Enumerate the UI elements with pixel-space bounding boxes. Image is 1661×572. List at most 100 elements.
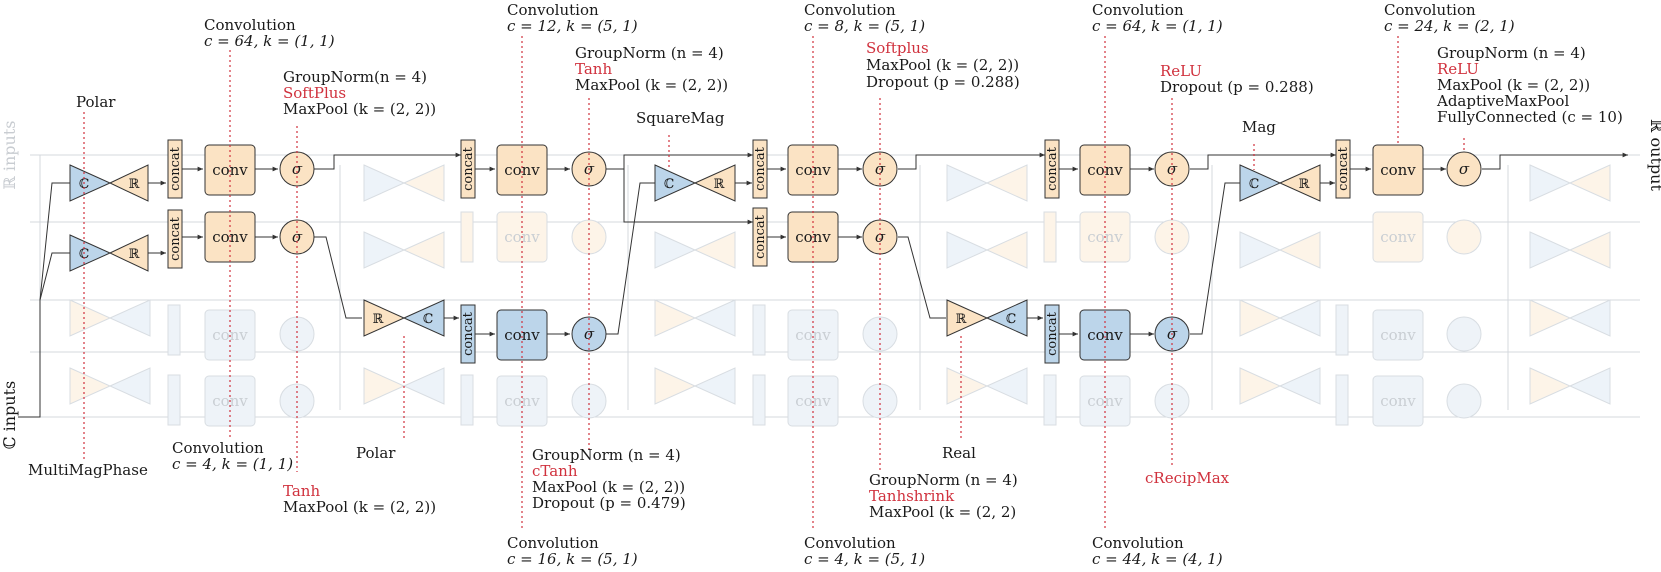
conv1b-params: c = 4, k = (1, 1): [172, 455, 293, 473]
conv-block-5: [1372, 144, 1424, 196]
act1-line2: SoftPlus: [283, 84, 346, 102]
inactive-blocks: [69, 164, 1611, 427]
concat-block-8: [1044, 304, 1060, 364]
ghost-conv: conv: [1380, 326, 1416, 344]
conv3-title: Convolution: [804, 1, 896, 19]
conv-label: conv: [504, 161, 540, 179]
concat-block-6: [752, 207, 768, 267]
act2-line1: GroupNorm (n = 4): [575, 44, 724, 62]
act2-line2: Tanh: [575, 60, 612, 78]
conv2b-params: c = 16, k = (5, 1): [507, 550, 638, 568]
real-symbol: ℝ: [714, 177, 726, 192]
multimagphase-label: MultiMagPhase: [28, 461, 148, 479]
complex-symbol: ℂ: [664, 177, 674, 192]
complex-symbol: ℂ: [1249, 177, 1259, 192]
conv-label: conv: [1087, 161, 1123, 179]
real-symbol: ℝ: [1299, 177, 1311, 192]
conv-block-3: [787, 144, 839, 196]
concat-label: concat: [1045, 311, 1060, 356]
conv2-title: Convolution: [507, 1, 599, 19]
act2b-line4: Dropout (p = 0.479): [532, 494, 686, 512]
polar-bottom-label: Polar: [356, 444, 396, 462]
act3b-line1: GroupNorm (n = 4): [869, 471, 1018, 489]
concat-block-2: [167, 209, 183, 269]
act1b-line2: MaxPool (k = (2, 2)): [283, 498, 436, 516]
act4-line2: Dropout (p = 0.288): [1160, 78, 1314, 96]
conv2-params: c = 12, k = (5, 1): [507, 17, 638, 35]
complex-symbol: ℂ: [1006, 312, 1016, 327]
real-symbol: ℝ: [129, 247, 141, 262]
conv4-title: Convolution: [1092, 1, 1184, 19]
act5-line3: MaxPool (k = (2, 2)): [1437, 76, 1590, 94]
complex-inputs-label: ℂ inputs: [0, 381, 19, 449]
concat-label: concat: [1336, 146, 1351, 191]
concat-label: concat: [461, 311, 476, 356]
conv-block-4b: [1079, 309, 1131, 361]
crecipmax-label: cRecipMax: [1145, 469, 1230, 487]
sigma-label: σ: [875, 228, 886, 246]
concat-block-7: [1044, 139, 1060, 199]
real-label: Real: [942, 444, 976, 462]
conv-block-2b: [496, 309, 548, 361]
real-inputs-label: ℝ inputs: [0, 121, 19, 190]
conv-label: conv: [504, 326, 540, 344]
concat-block-4: [460, 304, 476, 364]
concat-label: concat: [753, 214, 768, 259]
concat-label: concat: [168, 146, 183, 191]
converter-r-to-c-1: [363, 299, 445, 337]
conv3-params: c = 8, k = (5, 1): [804, 17, 925, 35]
converter-c-to-r-1: [69, 164, 149, 202]
concat-block-1: [167, 139, 183, 199]
concat-label: concat: [1045, 146, 1060, 191]
act5-line2: ReLU: [1437, 60, 1479, 78]
ghost-conv: conv: [795, 326, 831, 344]
conv1b-title: Convolution: [172, 439, 264, 457]
conv1-title: Convolution: [204, 16, 296, 34]
concat-block-5: [752, 139, 768, 199]
act5-line5: FullyConnected (c = 10): [1437, 108, 1623, 126]
sigma-label: σ: [1459, 160, 1470, 178]
concat-label: concat: [461, 146, 476, 191]
act3-line2: MaxPool (k = (2, 2)): [866, 56, 1019, 74]
annotation-leaders: [83, 36, 1465, 528]
act2-line3: MaxPool (k = (2, 2)): [575, 76, 728, 94]
act3b-line2: Tanhshrink: [869, 487, 955, 505]
conv-block-2: [496, 144, 548, 196]
conv2b-title: Convolution: [507, 534, 599, 552]
conv-label: conv: [795, 161, 831, 179]
squaremag-label: SquareMag: [636, 109, 725, 127]
polar-top-label: Polar: [76, 93, 116, 111]
act2b-line1: GroupNorm (n = 4): [532, 446, 681, 464]
conv4b-params: c = 44, k = (4, 1): [1092, 550, 1223, 568]
converter-r-to-c-2: [946, 299, 1028, 337]
real-symbol: ℝ: [956, 312, 968, 327]
concat-block-3: [460, 139, 476, 199]
mag-label: Mag: [1242, 118, 1276, 136]
conv5-title: Convolution: [1384, 1, 1476, 19]
activation-node-5: [1446, 151, 1482, 187]
conv3b-title: Convolution: [804, 534, 896, 552]
conv3b-params: c = 4, k = (5, 1): [804, 550, 925, 568]
converter-c-to-r-3: [654, 164, 736, 202]
converter-c-to-r-4: [1239, 164, 1321, 202]
act3-line1: Softplus: [866, 39, 929, 57]
concat-block-9: [1335, 139, 1351, 199]
act1b-line1: Tanh: [283, 482, 320, 500]
real-symbol: ℝ: [373, 312, 385, 327]
complex-symbol: ℂ: [79, 177, 89, 192]
ghost-conv: conv: [1380, 228, 1416, 246]
act3b-line3: MaxPool (k = (2, 2): [869, 503, 1016, 521]
act2b-line2: cTanh: [532, 462, 578, 480]
conv5-params: c = 24, k = (2, 1): [1384, 17, 1515, 35]
complex-symbol: ℂ: [79, 247, 89, 262]
conv4b-title: Convolution: [1092, 534, 1184, 552]
act2b-line3: MaxPool (k = (2, 2)): [532, 478, 685, 496]
complex-symbol: ℂ: [423, 312, 433, 327]
act1-line1: GroupNorm(n = 4): [283, 68, 427, 86]
conv-label: conv: [1087, 326, 1123, 344]
conv4-params: c = 64, k = (1, 1): [1092, 17, 1223, 35]
concat-label: concat: [168, 216, 183, 261]
conv-block-4: [1079, 144, 1131, 196]
act1-line3: MaxPool (k = (2, 2)): [283, 100, 436, 118]
